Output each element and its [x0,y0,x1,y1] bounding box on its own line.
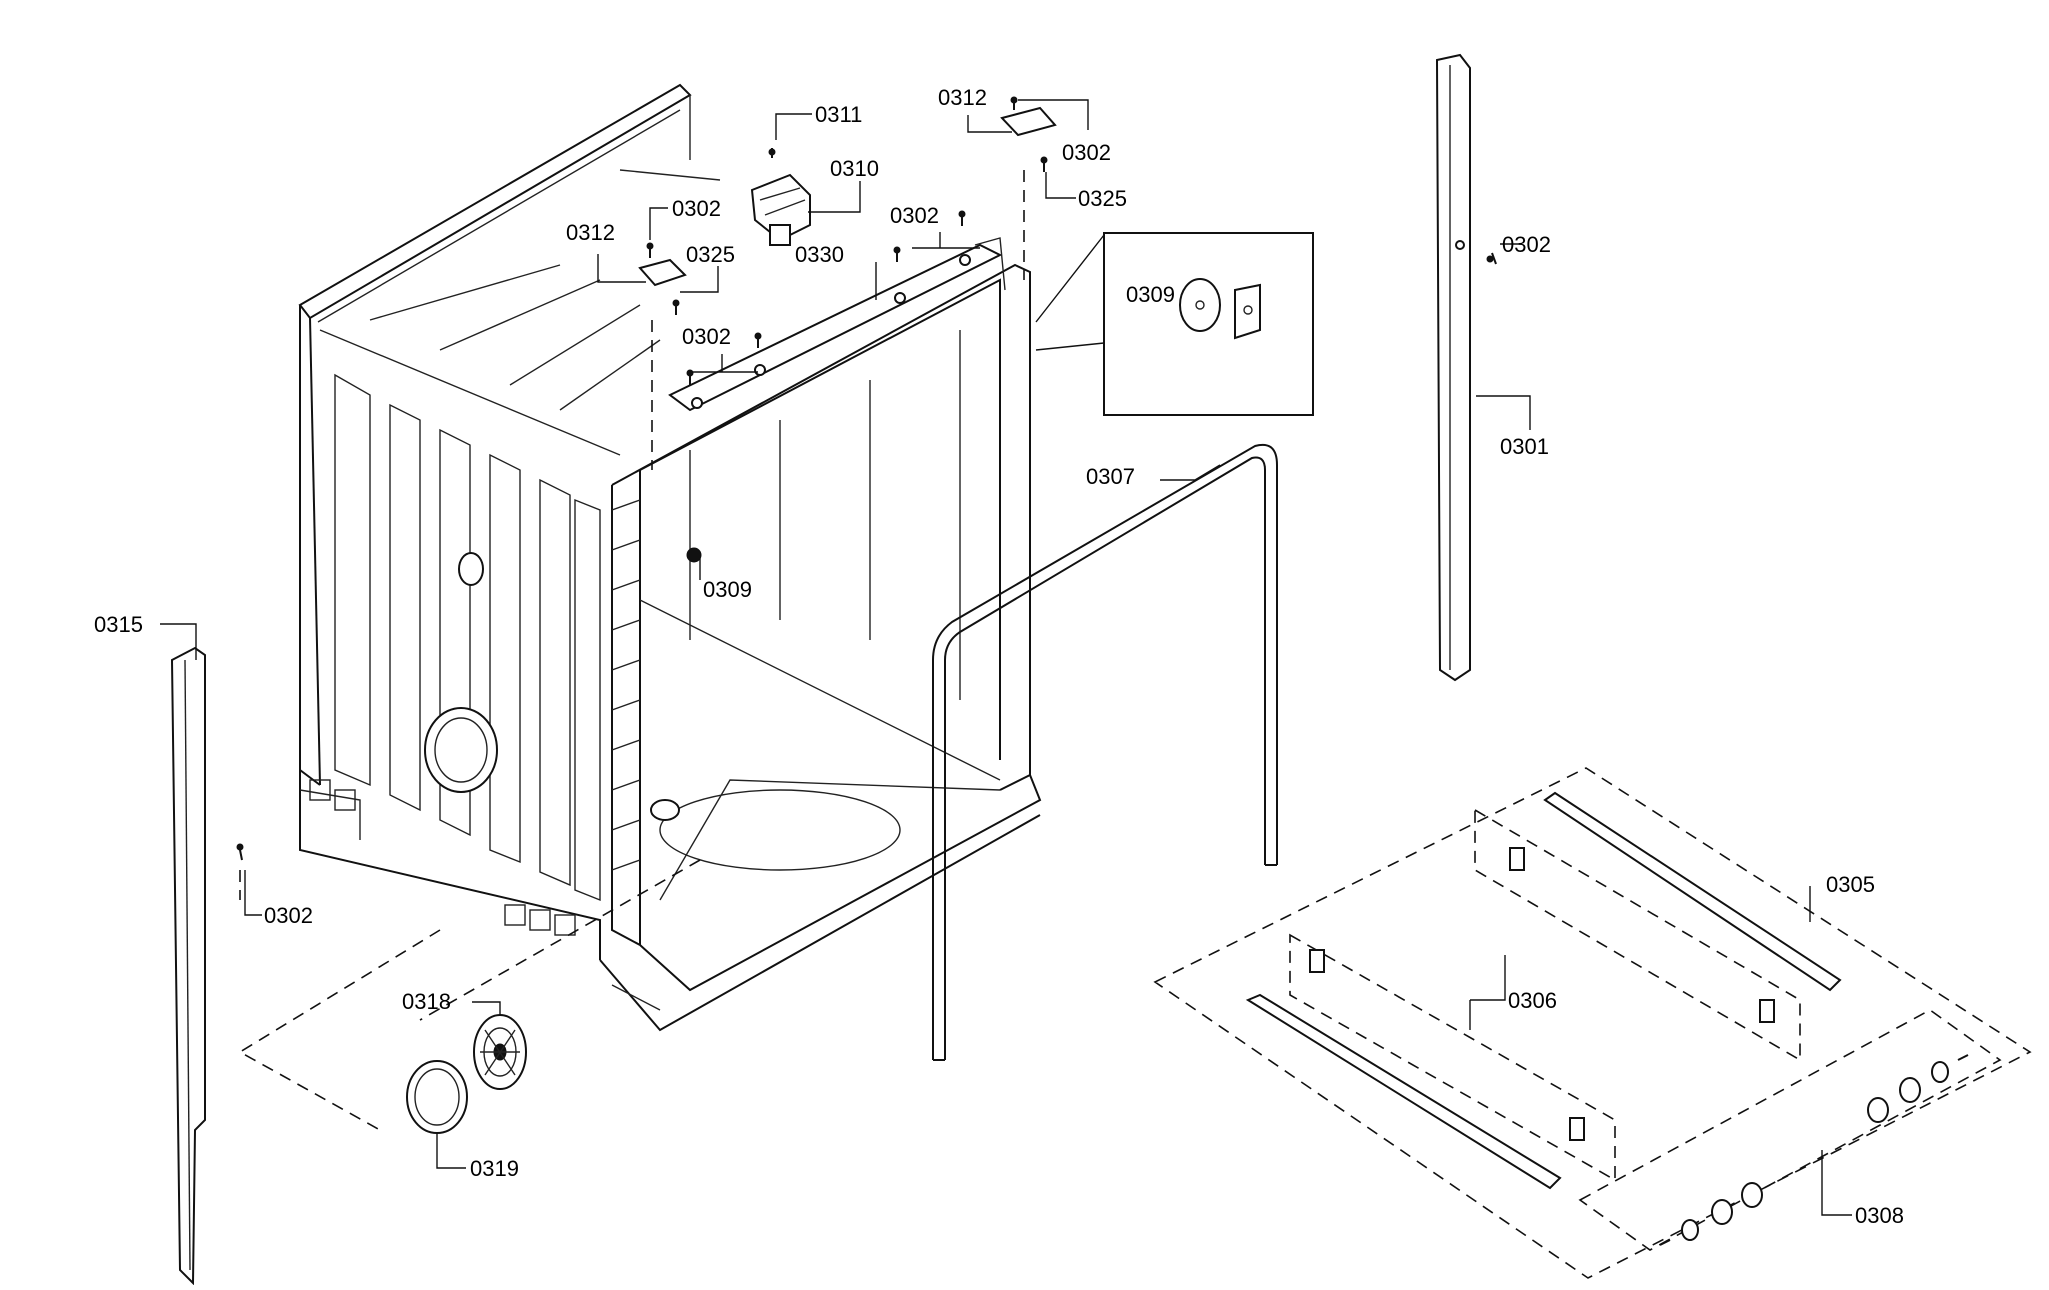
callout-0325-left: 0325 [686,242,735,267]
callout-0312-right: 0312 [938,85,987,110]
dishwasher-tub-icon [298,83,1042,1032]
callout-0312-left: 0312 [566,220,615,245]
callout-0325-right: 0325 [1078,186,1127,211]
side-rail-icon [170,646,206,1286]
callout-0305: 0305 [1826,872,1875,897]
callout-0319: 0319 [470,1156,519,1181]
callout-0306: 0306 [1508,988,1557,1013]
callout-0310: 0310 [830,156,879,181]
callout-0302-lower-mid: 0302 [682,324,731,349]
guide-lines [238,170,1025,1131]
bracket-plate-icon [638,106,1057,287]
screw-icon [236,96,1497,861]
callout-0302-left-top: 0302 [672,196,721,221]
hinge-bracket-icon [750,173,811,246]
rack-rail-kit [1153,767,2032,1279]
plug-icon [686,547,702,563]
callout-0308: 0308 [1855,1203,1904,1228]
leader-lines [160,99,1852,1216]
wheel-icon [473,1014,527,1090]
callout-0309-inner: 0309 [703,577,752,602]
callout-0302-right-top: 0302 [1062,140,1111,165]
callout-0301: 0301 [1500,434,1549,459]
detail-box [1035,232,1314,416]
callout-0302-right-rail: 0302 [1502,232,1551,257]
callout-0307: 0307 [1086,464,1135,489]
door-seal-icon [932,443,1278,1061]
side-rail-icon [1435,53,1471,682]
callout-0309-detail: 0309 [1126,282,1175,307]
callout-0311: 0311 [815,102,862,127]
callout-0315: 0315 [94,612,143,637]
seal-ring-icon [406,1060,468,1134]
callout-0330: 0330 [795,242,844,267]
callout-0302-mid: 0302 [890,203,939,228]
callout-labels: 0311 0310 0312 0302 0325 0302 0330 0302 … [94,85,1904,1228]
callout-0302-left-rail: 0302 [264,903,313,928]
callout-0318: 0318 [402,989,451,1014]
